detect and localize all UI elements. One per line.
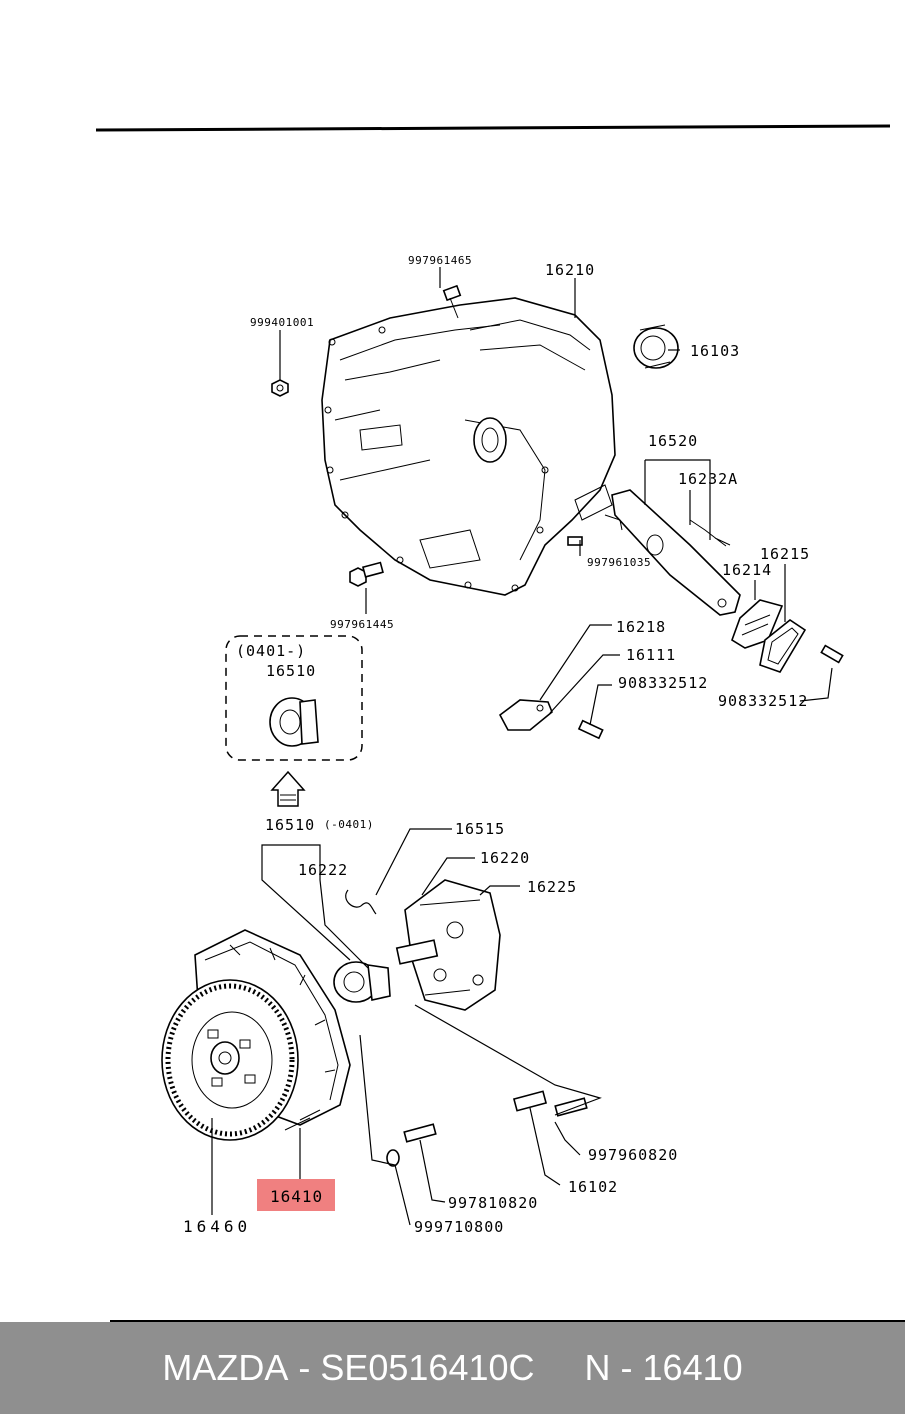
release-bearing-16510-old	[333, 961, 391, 1003]
label-16510-new: 16510	[266, 662, 316, 680]
label-997961445: 997961445	[330, 618, 394, 631]
top-rule	[95, 124, 891, 132]
up-arrow-icon	[270, 770, 306, 807]
footer-ref-number: 16410	[642, 1347, 743, 1388]
label-16103: 16103	[690, 342, 740, 360]
part-number-footer: MAZDA - SE0516410C N - 16410	[0, 1322, 905, 1414]
washer-999710800	[386, 1149, 400, 1167]
label-16214: 16214	[722, 561, 772, 579]
label-908332512-a: 908332512	[618, 674, 708, 692]
bolt-997810820	[403, 1123, 437, 1143]
label-997960820: 997960820	[588, 1146, 678, 1164]
label-16410: 16410	[270, 1187, 323, 1206]
clutch-disc-16460	[161, 979, 299, 1141]
transmission-housing	[321, 297, 616, 596]
footer-ref-prefix: N	[584, 1347, 611, 1388]
footer-gap	[535, 1347, 585, 1389]
release-bearing-16510-new	[269, 697, 319, 747]
label-range-old: (-0401)	[324, 818, 374, 831]
label-16510-old: 16510	[265, 816, 315, 834]
label-16222: 16222	[298, 861, 348, 879]
bolt-997961465	[442, 284, 462, 319]
label-range-new: (0401-)	[236, 642, 306, 660]
bolt-997961035	[567, 536, 583, 546]
bolt-908332512-right	[820, 644, 844, 664]
highlight-box	[257, 1179, 335, 1211]
variant-box	[225, 635, 363, 761]
footer-separator: -	[288, 1347, 321, 1388]
label-16218: 16218	[616, 618, 666, 636]
label-997810820: 997810820	[448, 1194, 538, 1212]
release-hub-16225	[395, 879, 501, 1011]
footer-part-number: SE0516410C	[320, 1347, 535, 1388]
oil-seal-16103	[633, 324, 679, 369]
label-16220: 16220	[480, 849, 530, 867]
bolt-997961445	[349, 561, 384, 587]
part-labels: 997961465 16210 999401001 16103 16520 16…	[183, 254, 810, 1236]
bracket-16218	[498, 699, 553, 731]
clip-16515	[345, 889, 377, 915]
label-16232A: 16232A	[678, 470, 738, 488]
label-16515: 16515	[455, 820, 505, 838]
bolt-16102	[512, 1090, 548, 1112]
gasket-16215	[759, 619, 807, 673]
label-999710800: 999710800	[414, 1218, 504, 1236]
label-999401001: 999401001	[250, 316, 314, 329]
label-16102: 16102	[568, 1178, 618, 1196]
label-997961465: 997961465	[408, 254, 472, 267]
label-16210: 16210	[545, 261, 595, 279]
release-fork-16520	[604, 489, 741, 616]
label-16215: 16215	[760, 545, 810, 563]
nut-999401001	[271, 379, 289, 397]
footer-brand: MAZDA	[162, 1347, 289, 1388]
label-997961035: 997961035	[587, 556, 651, 569]
label-16520: 16520	[648, 432, 698, 450]
footer-separator-2: -	[610, 1347, 643, 1388]
exploded-parts-diagram: 997961465 16210 999401001 16103 16520 16…	[95, 124, 905, 1322]
label-16111: 16111	[626, 646, 676, 664]
bolt-908332512-left	[577, 719, 604, 740]
label-16460: 16460	[183, 1217, 251, 1236]
label-908332512-b: 908332512	[718, 692, 808, 710]
label-16225: 16225	[527, 878, 577, 896]
leader-lines	[211, 267, 833, 1226]
